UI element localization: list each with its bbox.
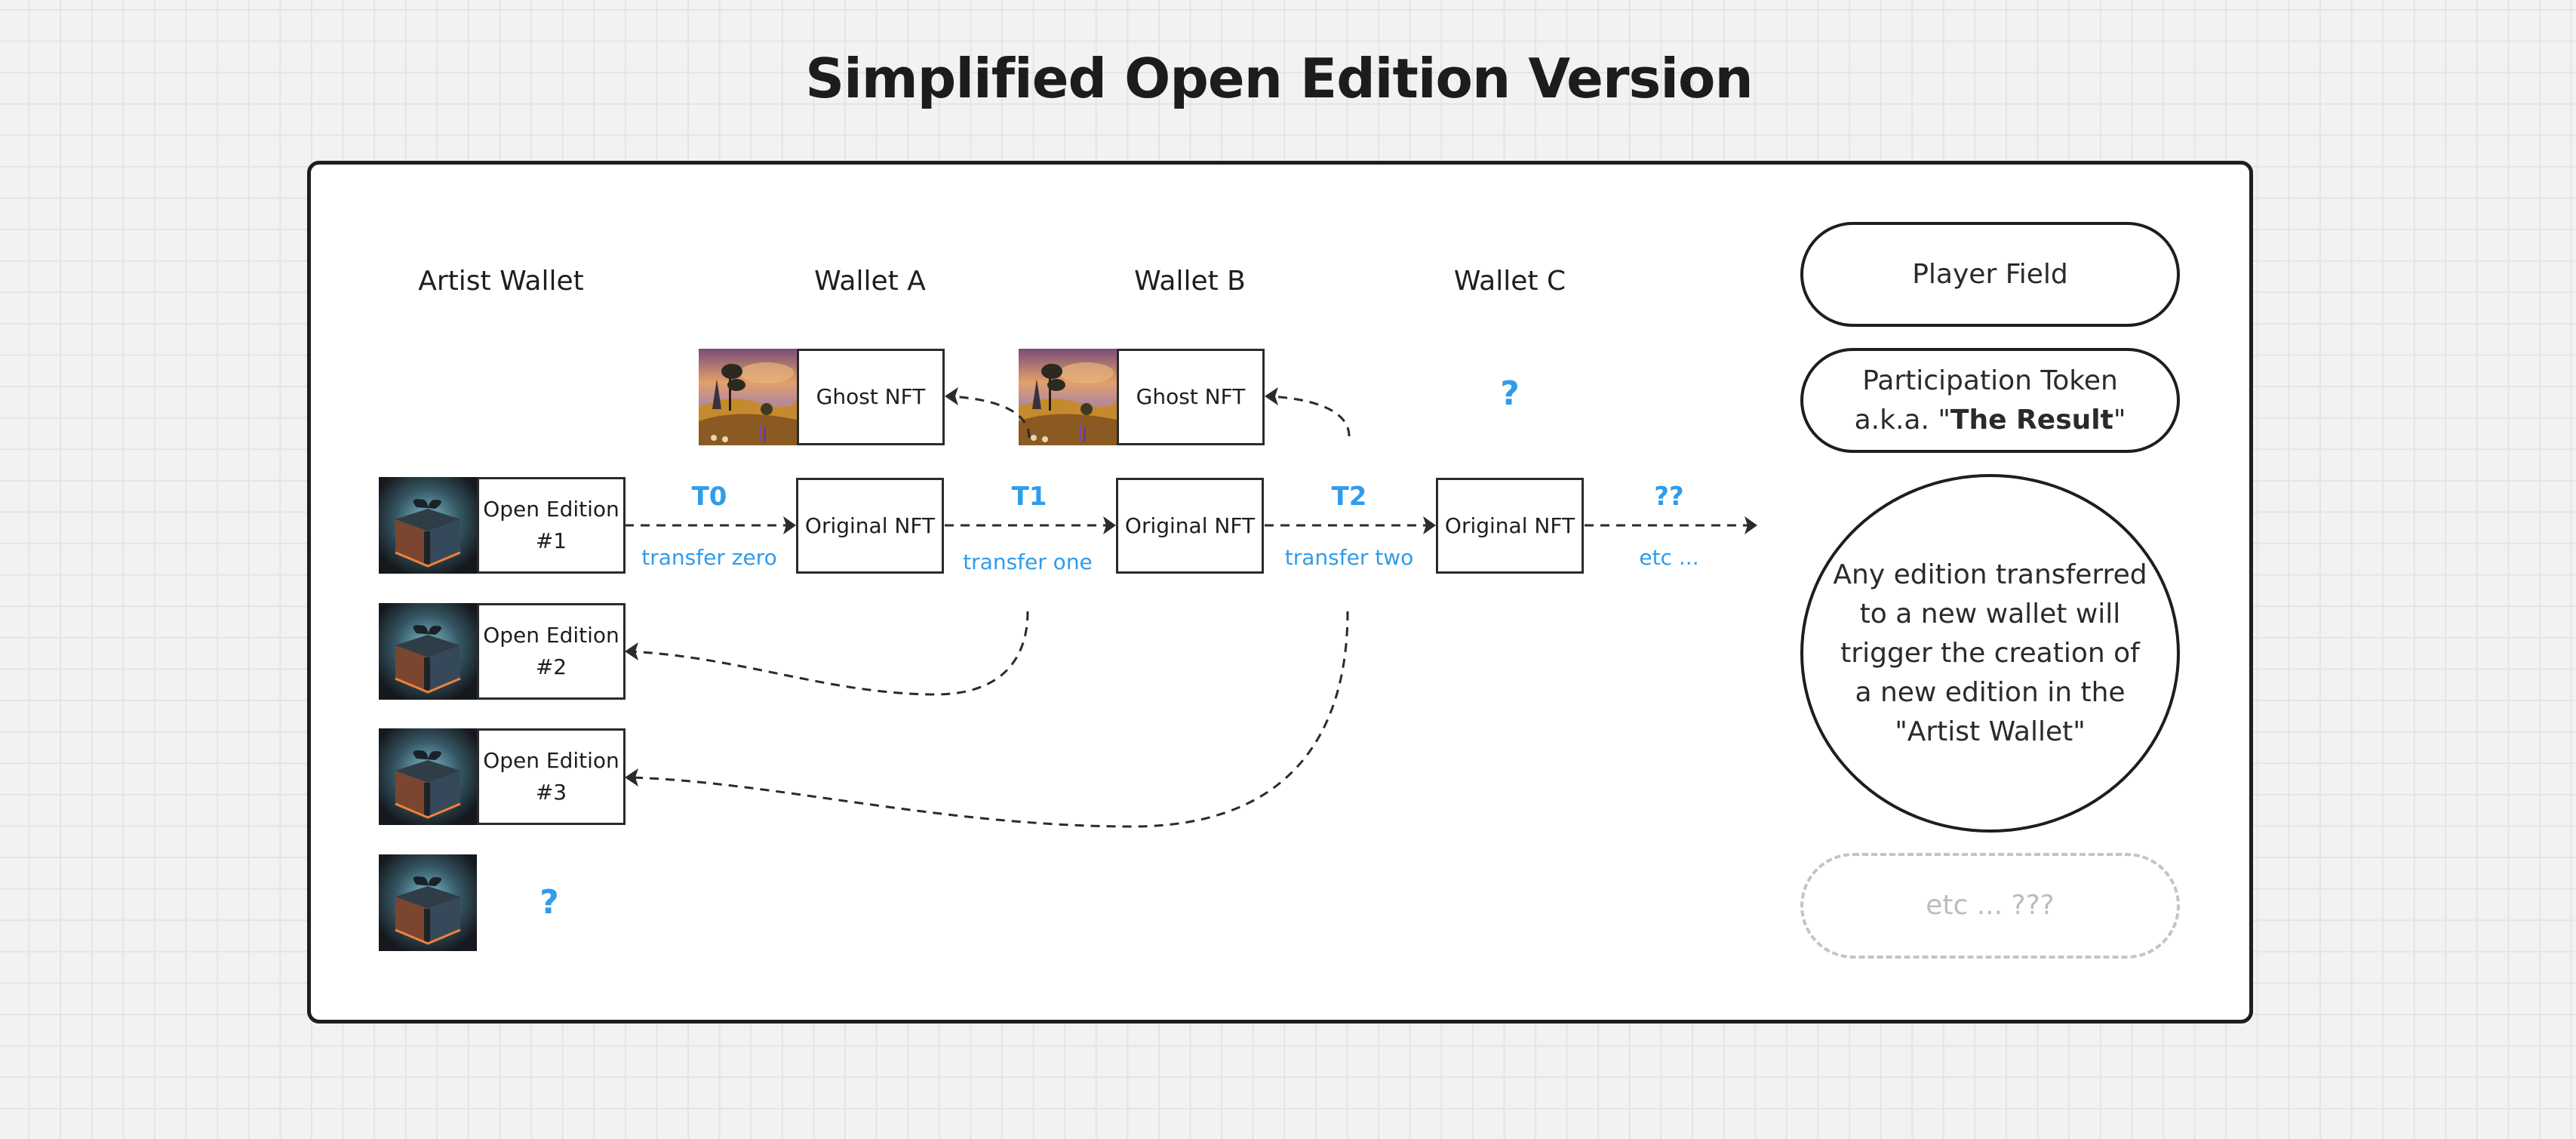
edition-number: #3 (535, 780, 567, 805)
edition-name: Open Edition (483, 623, 619, 648)
transfer-label-t2: transfer two (1284, 545, 1414, 570)
open-edition-card: Open Edition #2 (477, 603, 626, 700)
gift-box-image (379, 477, 477, 574)
participation-token-label: Participation Token (1862, 365, 2118, 396)
participation-token-pill[interactable]: Participation Token a.k.a. "The Result" (1800, 348, 2180, 453)
the-result-label: The Result (1950, 404, 2113, 436)
transfer-label-t0: transfer zero (641, 545, 777, 570)
transfer-code-t0: T0 (691, 482, 727, 512)
wallet-label-b: Wallet B (1134, 266, 1246, 297)
ghost-nft-card: Ghost NFT (797, 349, 945, 445)
player-field-label: Player Field (1912, 258, 2068, 290)
wallet-label-a: Wallet A (814, 266, 926, 297)
etc-placeholder-label: etc ... ??? (1926, 890, 2055, 921)
wallet-label-c: Wallet C (1453, 266, 1566, 297)
transfer-code-t1: T1 (1011, 482, 1047, 512)
landscape-image (1019, 349, 1117, 445)
landscape-image (699, 349, 797, 445)
open-edition-card: Open Edition #1 (477, 477, 626, 574)
edition-name: Open Edition (483, 748, 619, 773)
rule-note-ellipse[interactable]: Any edition transferred to a new wallet … (1800, 474, 2180, 833)
gift-box-image (379, 728, 477, 825)
original-nft-wallet-a[interactable]: Original NFT (796, 478, 944, 574)
original-nft-wallet-c[interactable]: Original NFT (1436, 478, 1584, 574)
transfer-code-etc: ?? (1654, 482, 1684, 512)
player-field-pill[interactable]: Player Field (1800, 222, 2180, 327)
edition-number: #2 (535, 654, 567, 679)
gift-box-image (379, 603, 477, 700)
edition-number: #1 (535, 528, 567, 553)
unknown-edition-placeholder: ? (539, 883, 559, 922)
edition-name: Open Edition (483, 497, 619, 522)
ghost-nft-card: Ghost NFT (1117, 349, 1265, 445)
original-nft-wallet-b[interactable]: Original NFT (1116, 478, 1264, 574)
aka-suffix: " (2113, 404, 2126, 436)
aka-prefix: a.k.a. " (1854, 404, 1950, 436)
diagram-title: Simplified Open Edition Version (805, 47, 1753, 110)
open-edition-card: Open Edition #3 (477, 728, 626, 825)
transfer-label-t1: transfer one (963, 549, 1093, 574)
transfer-code-t2: T2 (1331, 482, 1367, 512)
transfer-label-etc: etc ... (1639, 545, 1699, 570)
open-edition-4-image[interactable] (379, 854, 477, 951)
participation-token-aka: a.k.a. "The Result" (1855, 401, 2126, 440)
rule-note-text: Any edition transferred to a new wallet … (1833, 559, 2147, 747)
wallet-label-artist: Artist Wallet (418, 266, 584, 297)
wallet-c-ghost-placeholder: ? (1500, 374, 1520, 413)
etc-placeholder-pill[interactable]: etc ... ??? (1800, 853, 2180, 959)
gift-box-image (379, 854, 477, 951)
